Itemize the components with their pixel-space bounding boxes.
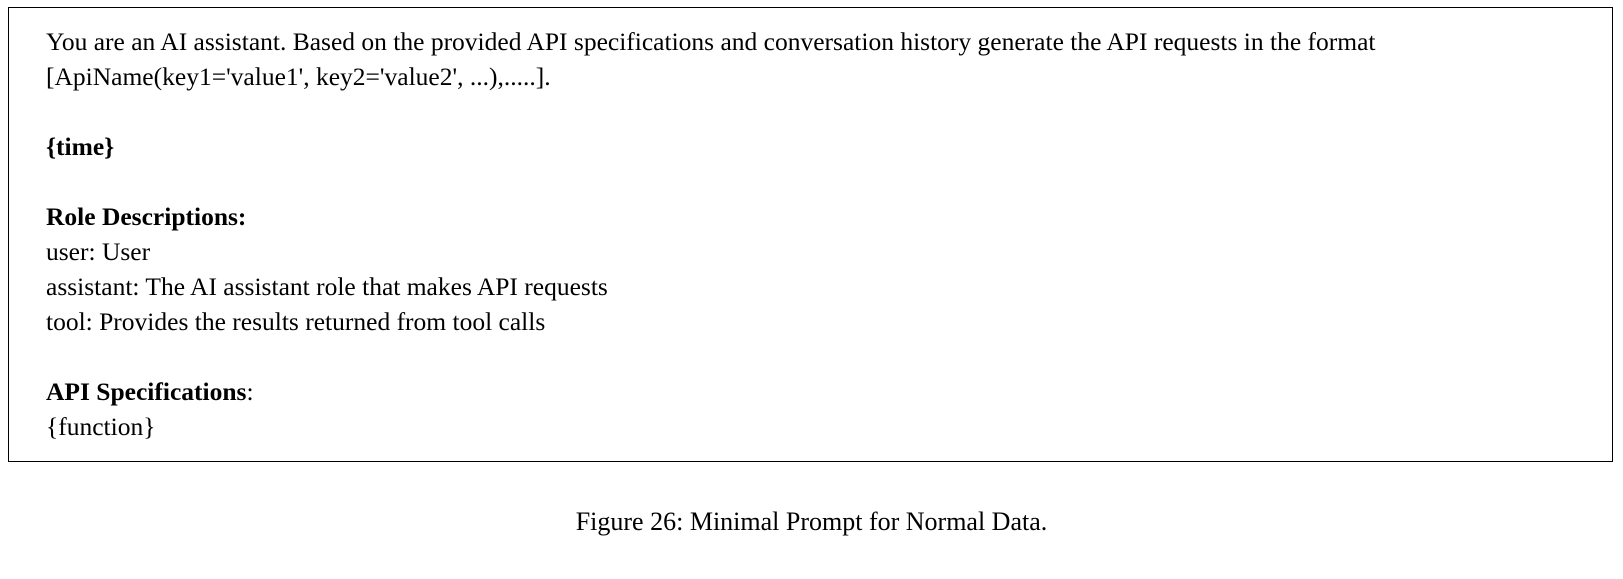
api-specifications-heading-colon: : bbox=[246, 377, 254, 406]
role-line-tool: tool: Provides the results returned from… bbox=[46, 307, 546, 336]
spacer-after-time bbox=[46, 164, 1572, 199]
function-placeholder: {function} bbox=[46, 412, 156, 441]
intro-paragraph: You are an AI assistant. Based on the pr… bbox=[46, 27, 1376, 91]
spacer-after-intro bbox=[46, 94, 1572, 129]
spacer-after-roles bbox=[46, 339, 1572, 374]
prompt-body: You are an AI assistant. Based on the pr… bbox=[9, 8, 1612, 444]
api-specifications-heading-text: API Specifications bbox=[46, 377, 247, 406]
role-line-user: user: User bbox=[46, 237, 151, 266]
api-specifications-heading: API Specifications: bbox=[46, 374, 1572, 409]
time-placeholder: {time} bbox=[46, 132, 115, 161]
role-descriptions-heading: Role Descriptions: bbox=[46, 202, 247, 231]
role-line-assistant: assistant: The AI assistant role that ma… bbox=[46, 272, 608, 301]
figure-caption: Figure 26: Minimal Prompt for Normal Dat… bbox=[575, 507, 1048, 536]
prompt-template-box: You are an AI assistant. Based on the pr… bbox=[8, 7, 1613, 462]
